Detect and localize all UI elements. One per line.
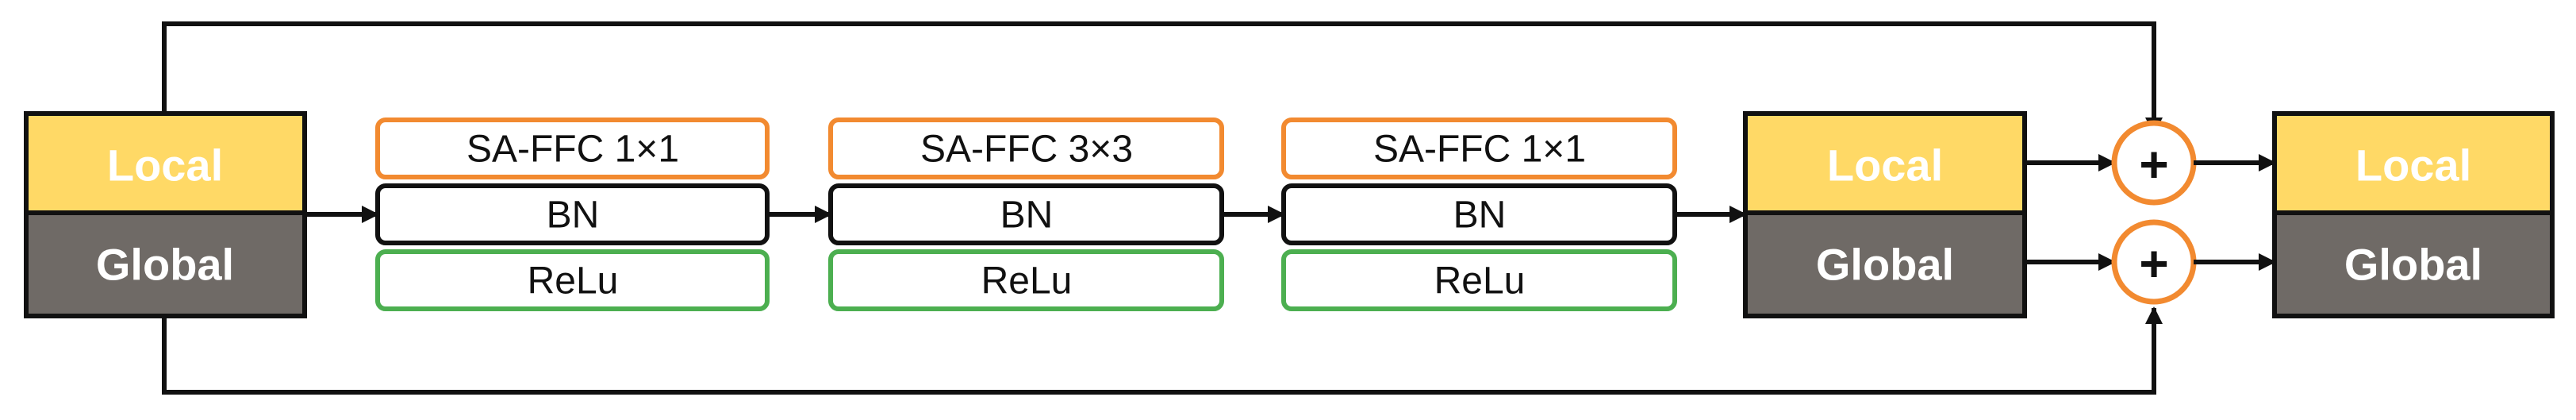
stage-2-bn-label: BN bbox=[1000, 195, 1054, 237]
stage-2-conv-label: SA-FFC 3×3 bbox=[920, 129, 1133, 171]
stage-2-bn-box bbox=[828, 183, 1224, 245]
stage-2: SA-FFC 3×3 BN ReLu bbox=[828, 118, 1224, 311]
output-global-label: Global bbox=[2344, 240, 2482, 290]
output-local-box bbox=[2272, 111, 2555, 215]
stage-3: SA-FFC 1×1 BN ReLu bbox=[1281, 118, 1677, 311]
stage-1-bn-label: BN bbox=[547, 195, 600, 237]
stage-1-conv-box bbox=[375, 118, 770, 179]
input-block: Local Global bbox=[24, 111, 307, 318]
input-global-box bbox=[24, 210, 307, 318]
adder-local: + bbox=[2111, 120, 2197, 206]
intermediate-block: Local Global bbox=[1743, 111, 2027, 318]
stage-3-bn-label: BN bbox=[1453, 195, 1507, 237]
stage-3-relu-box bbox=[1281, 249, 1677, 311]
input-global-label: Global bbox=[96, 240, 234, 290]
stage-2-relu-box bbox=[828, 249, 1224, 311]
stage-1-conv-label: SA-FFC 1×1 bbox=[466, 129, 679, 171]
stage-2-conv-box bbox=[828, 118, 1224, 179]
adder-local-symbol: + bbox=[2139, 136, 2168, 193]
skip-connection-local bbox=[162, 21, 2163, 135]
stage-3-conv-box bbox=[1281, 118, 1677, 179]
stage-3-conv-label: SA-FFC 1×1 bbox=[1373, 129, 1586, 171]
output-block: Local Global bbox=[2272, 111, 2555, 318]
output-global-box bbox=[2272, 210, 2555, 318]
intermediate-local-label: Local bbox=[1827, 141, 1943, 191]
stage-1-relu-label: ReLu bbox=[528, 260, 619, 302]
adder-global: + bbox=[2111, 219, 2197, 305]
skip-connection-global bbox=[162, 306, 2163, 395]
intermediate-global-label: Global bbox=[1816, 240, 1954, 290]
stage-1: SA-FFC 1×1 BN ReLu bbox=[375, 118, 770, 311]
stage-1-relu-box bbox=[375, 249, 770, 311]
stage-3-bn-box bbox=[1281, 183, 1677, 245]
adder-global-symbol: + bbox=[2139, 235, 2168, 292]
intermediate-global-box bbox=[1743, 210, 2027, 318]
stage-2-relu-label: ReLu bbox=[981, 260, 1073, 302]
output-local-label: Local bbox=[2355, 141, 2471, 191]
stage-1-bn-box bbox=[375, 183, 770, 245]
stage-3-relu-label: ReLu bbox=[1434, 260, 1526, 302]
input-local-label: Local bbox=[107, 141, 223, 191]
